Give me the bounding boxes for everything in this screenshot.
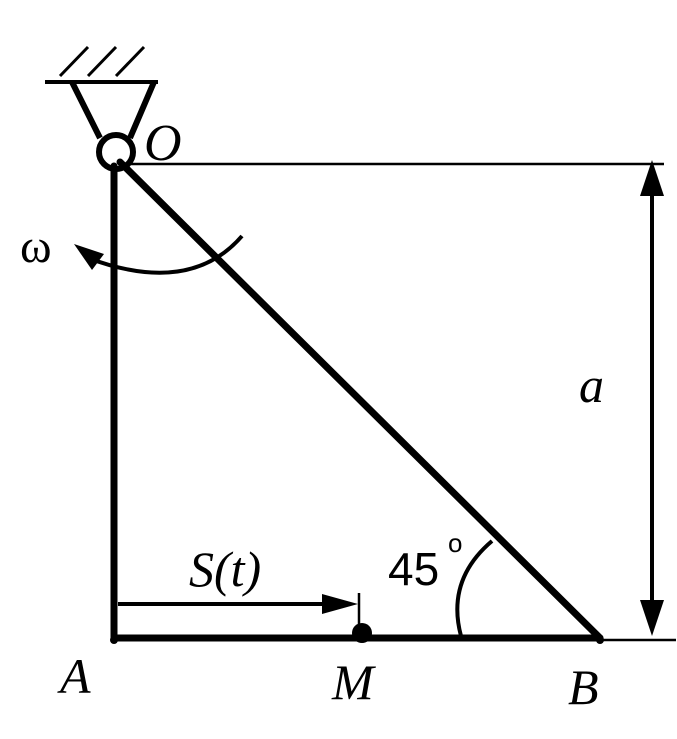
support-bracket bbox=[69, 80, 157, 140]
corner-b-label: B bbox=[568, 659, 599, 715]
omega-arrowhead bbox=[74, 244, 104, 270]
angle-value-label: 45 bbox=[388, 543, 439, 595]
dimension-arrow bbox=[640, 160, 664, 636]
omega-arc bbox=[87, 234, 244, 275]
path-coordinate-arrow bbox=[118, 593, 361, 634]
path-label: S(t) bbox=[189, 541, 261, 597]
ground-hatch bbox=[58, 45, 90, 78]
omega-label: ω bbox=[20, 220, 52, 273]
triangle-plate bbox=[110, 158, 604, 644]
path-arrowhead bbox=[322, 594, 358, 614]
dimension-arrowhead-bottom bbox=[640, 600, 664, 636]
point-m-dot bbox=[352, 623, 372, 643]
pivot-label: O bbox=[144, 115, 182, 172]
point-m-label: M bbox=[331, 654, 376, 710]
corner-a-label: A bbox=[57, 648, 91, 704]
angular-velocity-arrow bbox=[74, 234, 244, 275]
angle-arc bbox=[455, 539, 494, 637]
corner-b-dot bbox=[596, 636, 604, 644]
angle-degree-label: o bbox=[448, 528, 462, 558]
fixed-support bbox=[45, 45, 158, 140]
ground-hatch bbox=[114, 45, 146, 78]
ground-hatch bbox=[86, 45, 118, 78]
corner-a-dot bbox=[110, 636, 118, 644]
dimension-arrowhead-top bbox=[640, 160, 664, 196]
dimension-label: a bbox=[579, 357, 604, 413]
side-ob bbox=[116, 158, 604, 642]
